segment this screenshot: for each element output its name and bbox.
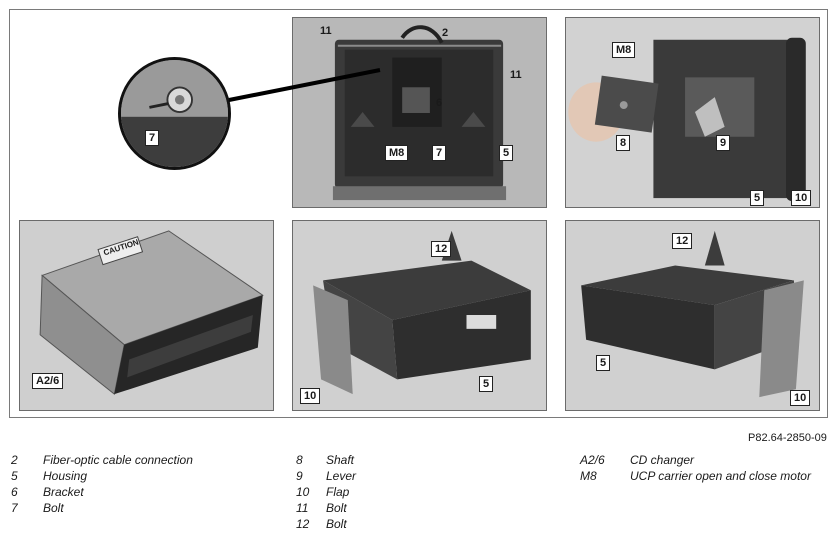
photo-motor-removal: M8 8 9 5 10 — [565, 17, 820, 208]
bolt-detail-illustration — [121, 60, 228, 167]
motor-removal-illustration — [566, 18, 819, 207]
detail-inset-circle: 7 — [118, 57, 231, 170]
photo-cd-changer: CAUTION A2/6 — [19, 220, 274, 411]
callout-6: 6 — [436, 97, 443, 109]
callout-11-left: 11 — [320, 25, 332, 37]
callout-12: 12 — [431, 241, 452, 257]
callout-11-right: 11 — [510, 69, 522, 81]
flap-left-illustration — [293, 221, 546, 410]
callout-5: 5 — [750, 190, 765, 206]
callout-7: 7 — [432, 145, 447, 161]
inset-callout-7: 7 — [145, 130, 160, 146]
housing-rear-illustration — [293, 18, 546, 207]
callout-12: 12 — [672, 233, 693, 249]
callout-m8: M8 — [612, 42, 636, 58]
figure-reference: P82.64-2850-09 — [748, 432, 827, 444]
callout-5: 5 — [596, 355, 611, 371]
callout-10: 10 — [300, 388, 321, 404]
callout-5: 5 — [499, 145, 514, 161]
photo-flap-right-view: 12 5 10 — [565, 220, 820, 411]
callout-m8: M8 — [385, 145, 409, 161]
callout-8: 8 — [616, 135, 631, 151]
photo-flap-left-view: 12 10 5 — [292, 220, 547, 411]
callout-10: 10 — [791, 190, 812, 206]
callout-9: 9 — [716, 135, 731, 151]
callout-a2-6: A2/6 — [32, 373, 64, 389]
callout-2: 2 — [442, 27, 449, 39]
photo-housing-rear: 11 2 11 6 M8 7 5 — [292, 17, 547, 208]
callout-10: 10 — [790, 390, 811, 406]
callout-5: 5 — [479, 376, 494, 392]
flap-right-illustration — [566, 221, 819, 410]
